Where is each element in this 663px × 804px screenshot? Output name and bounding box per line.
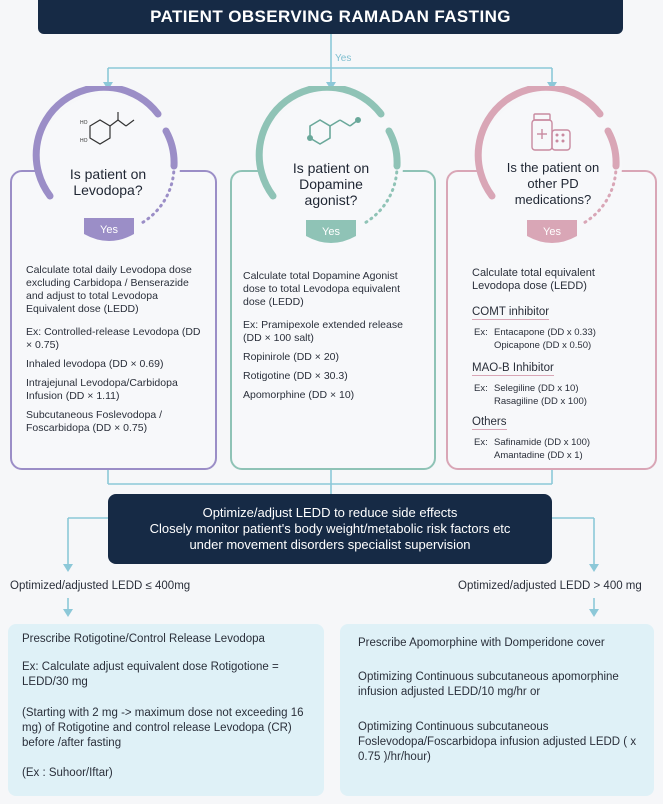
others-heading: Others <box>472 416 507 430</box>
yes-badge-levodopa <box>84 218 134 241</box>
other-pd-ring <box>474 86 622 238</box>
maob-item: Selegiline (DD x 10) <box>494 383 579 394</box>
page-title: PATIENT OBSERVING RAMADAN FASTING <box>38 0 623 34</box>
low-ledd-line: (Ex : Suhoor/Iftar) <box>22 767 113 779</box>
dopamine-molecule-icon <box>307 117 361 145</box>
high-ledd-line: Optimizing Continuous subcutaneous Fosle… <box>358 721 637 763</box>
yes-label-dopamine: Yes <box>322 226 340 238</box>
dopamine-item: Ropinirole (DD × 20) <box>243 351 339 363</box>
center-line: under movement disorders specialist supe… <box>189 537 471 552</box>
high-ledd-line: Prescribe Apomorphine with Domperidone c… <box>358 637 605 649</box>
high-ledd-panel: Prescribe Apomorphine with Domperidone c… <box>340 624 654 796</box>
yes-badge-dopamine <box>306 220 356 243</box>
other-pd-intro: Calculate total equivalent Levodopa dose… <box>472 267 595 292</box>
levodopa-ring <box>32 86 180 238</box>
yes-label-levodopa: Yes <box>100 224 118 236</box>
dopamine-item: Apomorphine (DD × 10) <box>243 389 355 401</box>
others-item: Safinamide (DD x 100) <box>494 437 591 448</box>
right-branch-label: Optimized/adjusted LEDD > 400 mg <box>458 580 642 592</box>
levodopa-question: Is patient on Levodopa? <box>69 166 147 198</box>
pill-bottle-icon <box>531 113 571 151</box>
high-ledd-line: Optimizing Continuous subcutaneous apomo… <box>358 671 619 698</box>
low-ledd-line: (Starting with 2 mg -> maximum dose not … <box>22 707 304 749</box>
left-branch-label: Optimized/adjusted LEDD ≤ 400mg <box>10 580 191 592</box>
comt-item: Entacapone (DD x 0.33) <box>494 327 596 338</box>
comt-heading: COMT inhibitor <box>472 306 550 320</box>
levodopa-intro: Calculate total daily Levodopa dose excl… <box>26 264 192 315</box>
svg-text:HO: HO <box>80 120 88 126</box>
dopamine-intro: Calculate total Dopamine Agonist dose to… <box>243 270 401 308</box>
maob-heading: MAO-B Inhibitor <box>472 362 554 376</box>
yes-label-other: Yes <box>543 226 561 238</box>
dopamine-question: Is patient on Dopamine agonist? <box>292 160 370 208</box>
yes-badge-other <box>527 220 577 243</box>
levodopa-item: Intrajejunal Levodopa/Carbidopa Infusion… <box>26 377 178 402</box>
svg-text:HO: HO <box>80 138 88 144</box>
levodopa-details: Calculate total daily Levodopa dose excl… <box>26 264 206 435</box>
dopamine-details: Calculate total Dopamine Agonist dose to… <box>243 270 423 402</box>
ex-prefix: Ex: <box>474 437 488 448</box>
others-item: Amantadine (DD x 1) <box>494 450 583 461</box>
ex-prefix: Ex: <box>474 383 488 394</box>
yes-label-top: Yes <box>335 53 352 64</box>
comt-item: Opicapone (DD x 0.50) <box>494 340 592 351</box>
levodopa-molecule-icon: HO HO <box>80 112 135 145</box>
center-line: Closely monitor patient's body weight/me… <box>149 521 511 536</box>
center-line: Optimize/adjust LEDD to reduce side effe… <box>202 505 458 520</box>
dopamine-item: Rotigotine (DD × 30.3) <box>243 370 348 382</box>
ex-prefix: Ex: <box>474 327 488 338</box>
low-ledd-line: Ex: Calculate adjust equivalent dose Rot… <box>22 661 279 688</box>
levodopa-item: Ex: Controlled-release Levodopa (DD × 0.… <box>26 326 201 351</box>
maob-item: Rasagiline (DD x 100) <box>494 396 587 407</box>
optimize-ledd-box: Optimize/adjust LEDD to reduce side effe… <box>108 494 552 564</box>
other-pd-question: Is the patient on other PD medications? <box>506 160 600 207</box>
levodopa-box <box>10 170 217 470</box>
dopamine-ring <box>255 86 403 238</box>
dopamine-item: Ex: Pramipexole extended release (DD × 1… <box>243 319 403 344</box>
levodopa-item: Inhaled levodopa (DD × 0.69) <box>26 358 164 370</box>
levodopa-item: Subcutaneous Foslevodopa / Foscarbidopa … <box>26 409 163 434</box>
low-ledd-line: Prescribe Rotigotine/Control Release Lev… <box>22 633 265 645</box>
low-ledd-panel: Prescribe Rotigotine/Control Release Lev… <box>8 624 324 796</box>
